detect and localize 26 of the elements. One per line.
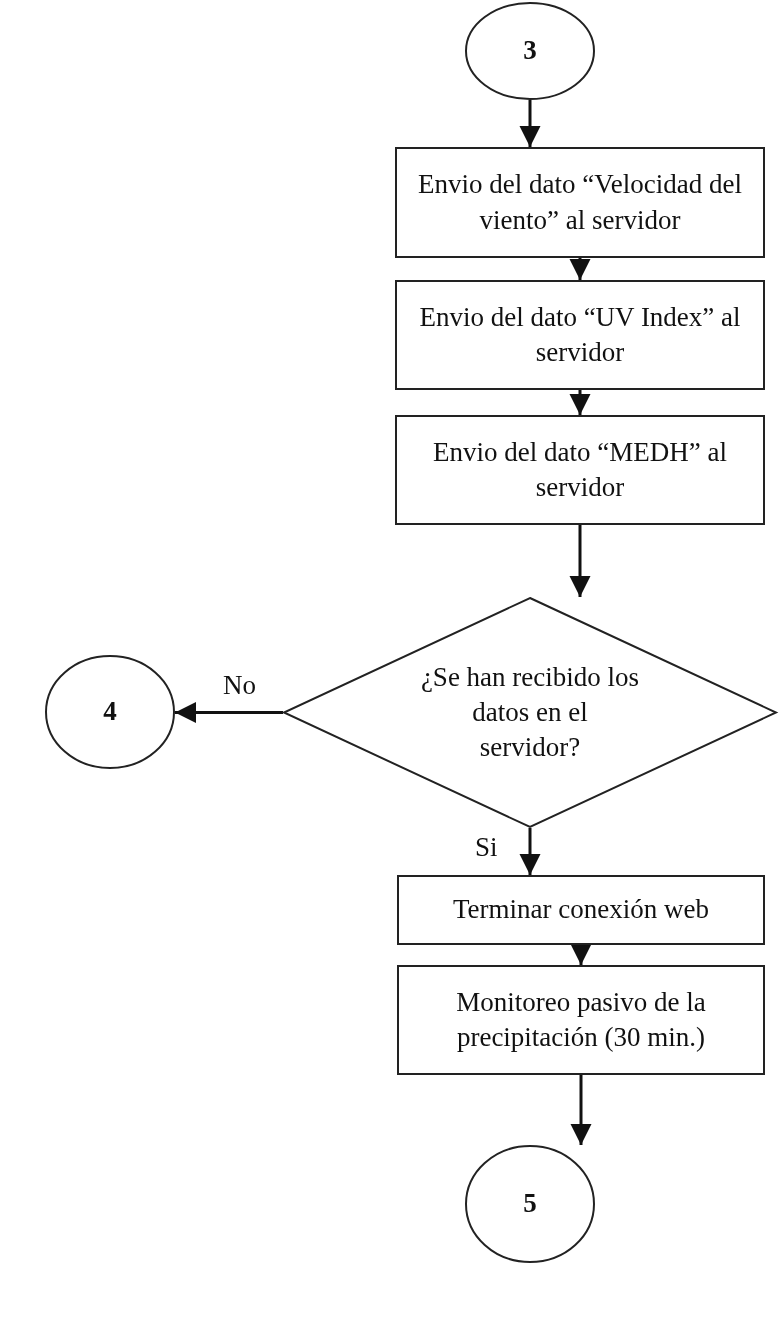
arrow [175,702,283,723]
process-box [397,965,765,1075]
process-box [397,875,765,945]
step-text: Monitoreo pasivo de la precipitación (30 min.) [455,985,707,1054]
step-text: Envio del dato “MEDH” al servidor [432,435,728,504]
decision-diamond [283,597,777,828]
connector-number: 3 [523,34,537,68]
step-text: Envio del dato “Velocidad del viento” al servidor [417,168,743,237]
arrow [569,258,591,280]
arrow [570,944,592,965]
arrow [570,1075,592,1145]
connector-circle [45,655,175,769]
connector-number: 4 [103,695,117,729]
arrow [519,828,541,875]
connector-circle [465,2,595,100]
arrow [569,390,591,415]
process-box [395,415,765,525]
process-box [395,147,765,258]
step-text: Terminar conexión web [453,893,709,927]
arrow [519,100,541,147]
connector-number: 5 [523,1187,537,1221]
process-box [395,280,765,390]
step-text: ¿Se han recibido los datos en el servidor? [420,660,640,765]
connector-circle [465,1145,595,1263]
arrow [569,525,591,597]
step-text: Envio del dato “UV Index” al servidor [418,300,742,369]
